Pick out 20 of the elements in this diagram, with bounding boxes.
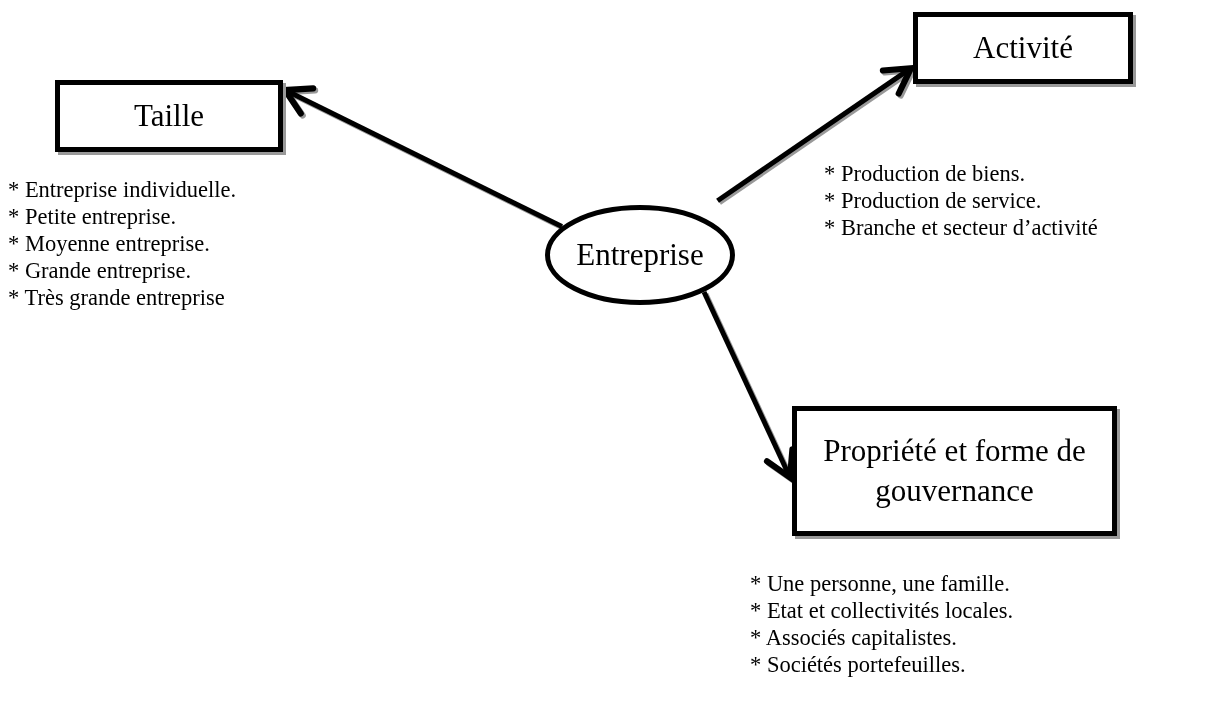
rectangle-node bbox=[55, 80, 283, 152]
node-label: Taille bbox=[133, 96, 205, 135]
arrow bbox=[716, 65, 915, 203]
rectangle-node bbox=[913, 12, 1133, 84]
bullet-item: * Petite entreprise. bbox=[8, 203, 177, 230]
bullet-item: * Branche et secteur d’activité bbox=[824, 214, 1098, 241]
bullet-item: * Entreprise individuelle. bbox=[8, 176, 237, 203]
bullet-item: * Grande entreprise. bbox=[8, 257, 192, 284]
bullet-item: * Moyenne entreprise. bbox=[8, 230, 210, 257]
bullet-item: * Très grande entreprise bbox=[8, 284, 225, 311]
rectangle-node bbox=[792, 406, 1117, 536]
bullet-item: * Sociétés portefeuilles. bbox=[750, 651, 966, 678]
bullet-item: * Production de biens. bbox=[824, 160, 1026, 187]
node-label: Entreprise bbox=[576, 235, 704, 274]
bullet-item: * Etat et collectivités locales. bbox=[750, 597, 1014, 624]
node-label: Propriété et forme de gouvernance bbox=[822, 431, 1087, 510]
bullet-item: * Associés capitalistes. bbox=[750, 624, 957, 651]
node-label: Activité bbox=[973, 28, 1073, 67]
bullet-item: * Production de service. bbox=[824, 187, 1042, 214]
bullet-item: * Une personne, une famille. bbox=[750, 570, 1010, 597]
